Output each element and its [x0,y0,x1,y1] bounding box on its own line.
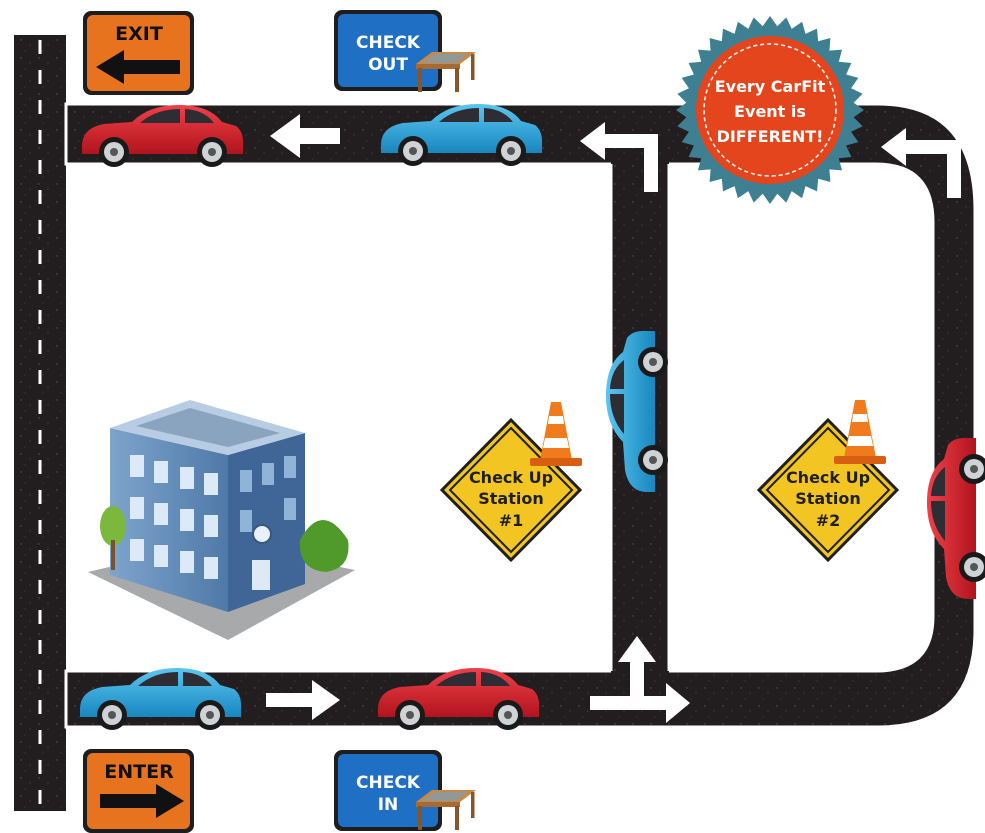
badge-line1: Every CarFit [715,77,826,96]
arrow-left-icon [270,114,340,158]
arrow-turn-left-icon-2 [881,128,961,198]
check-up-station-1: Check Up Station #1 [439,402,583,563]
check-up-station-2: Check Up Station #2 [756,400,900,563]
arrow-left-icon-sign [96,50,180,84]
badge-line2: Event is [734,102,806,121]
station-2-line2: Station [795,489,860,508]
arrow-right-icon-sign [100,784,184,818]
bush-icon [299,520,349,572]
building-icon [88,400,355,640]
highway [14,35,66,811]
check-in-sign: CHECK IN [334,750,476,831]
enter-sign: ENTER [83,749,194,833]
tree-icon [100,506,126,546]
exit-label: EXIT [115,23,163,45]
arrow-right-icon [266,680,340,720]
direction-arrows [266,114,961,723]
arrow-fork-icon [590,636,690,723]
loop-road [64,102,977,729]
check-in-line2: IN [378,795,399,815]
check-out-line2: OUT [368,55,408,75]
check-out-line1: CHECK [356,33,421,53]
check-out-sign: CHECK OUT [334,10,476,92]
exit-sign: EXIT [83,11,194,95]
every-carfit-badge: Every CarFit Event is DIFFERENT! [676,16,864,204]
enter-label: ENTER [104,761,174,783]
check-in-line1: CHECK [356,773,421,793]
badge-line3: DIFFERENT! [717,127,824,146]
arrow-turn-left-icon [580,122,658,192]
station-1-line3: #1 [499,511,524,530]
station-1-line2: Station [478,489,543,508]
station-2-line3: #2 [816,511,841,530]
station-1-line1: Check Up [469,468,553,487]
station-2-line1: Check Up [786,468,870,487]
